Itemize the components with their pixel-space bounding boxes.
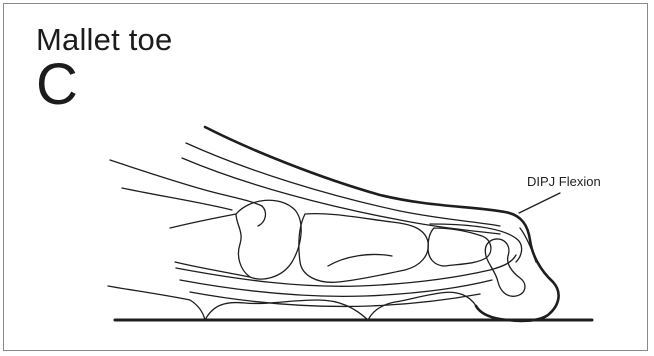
metatarsal-head-detail	[258, 206, 265, 226]
proximal-phalanx-detail	[328, 254, 392, 266]
plantar-skin-outline	[368, 292, 476, 320]
metatarsal-outline-upper	[110, 160, 262, 206]
ball-of-foot-outline	[205, 300, 368, 320]
callout-leader-line	[519, 193, 560, 213]
proximal-phalanx	[299, 214, 428, 283]
metatarsal-line-3	[170, 214, 236, 228]
metatarsal-head	[236, 200, 301, 279]
middle-phalanx	[428, 228, 491, 266]
metatarsal-outline-lower	[122, 188, 232, 210]
sole-outline	[108, 286, 205, 320]
